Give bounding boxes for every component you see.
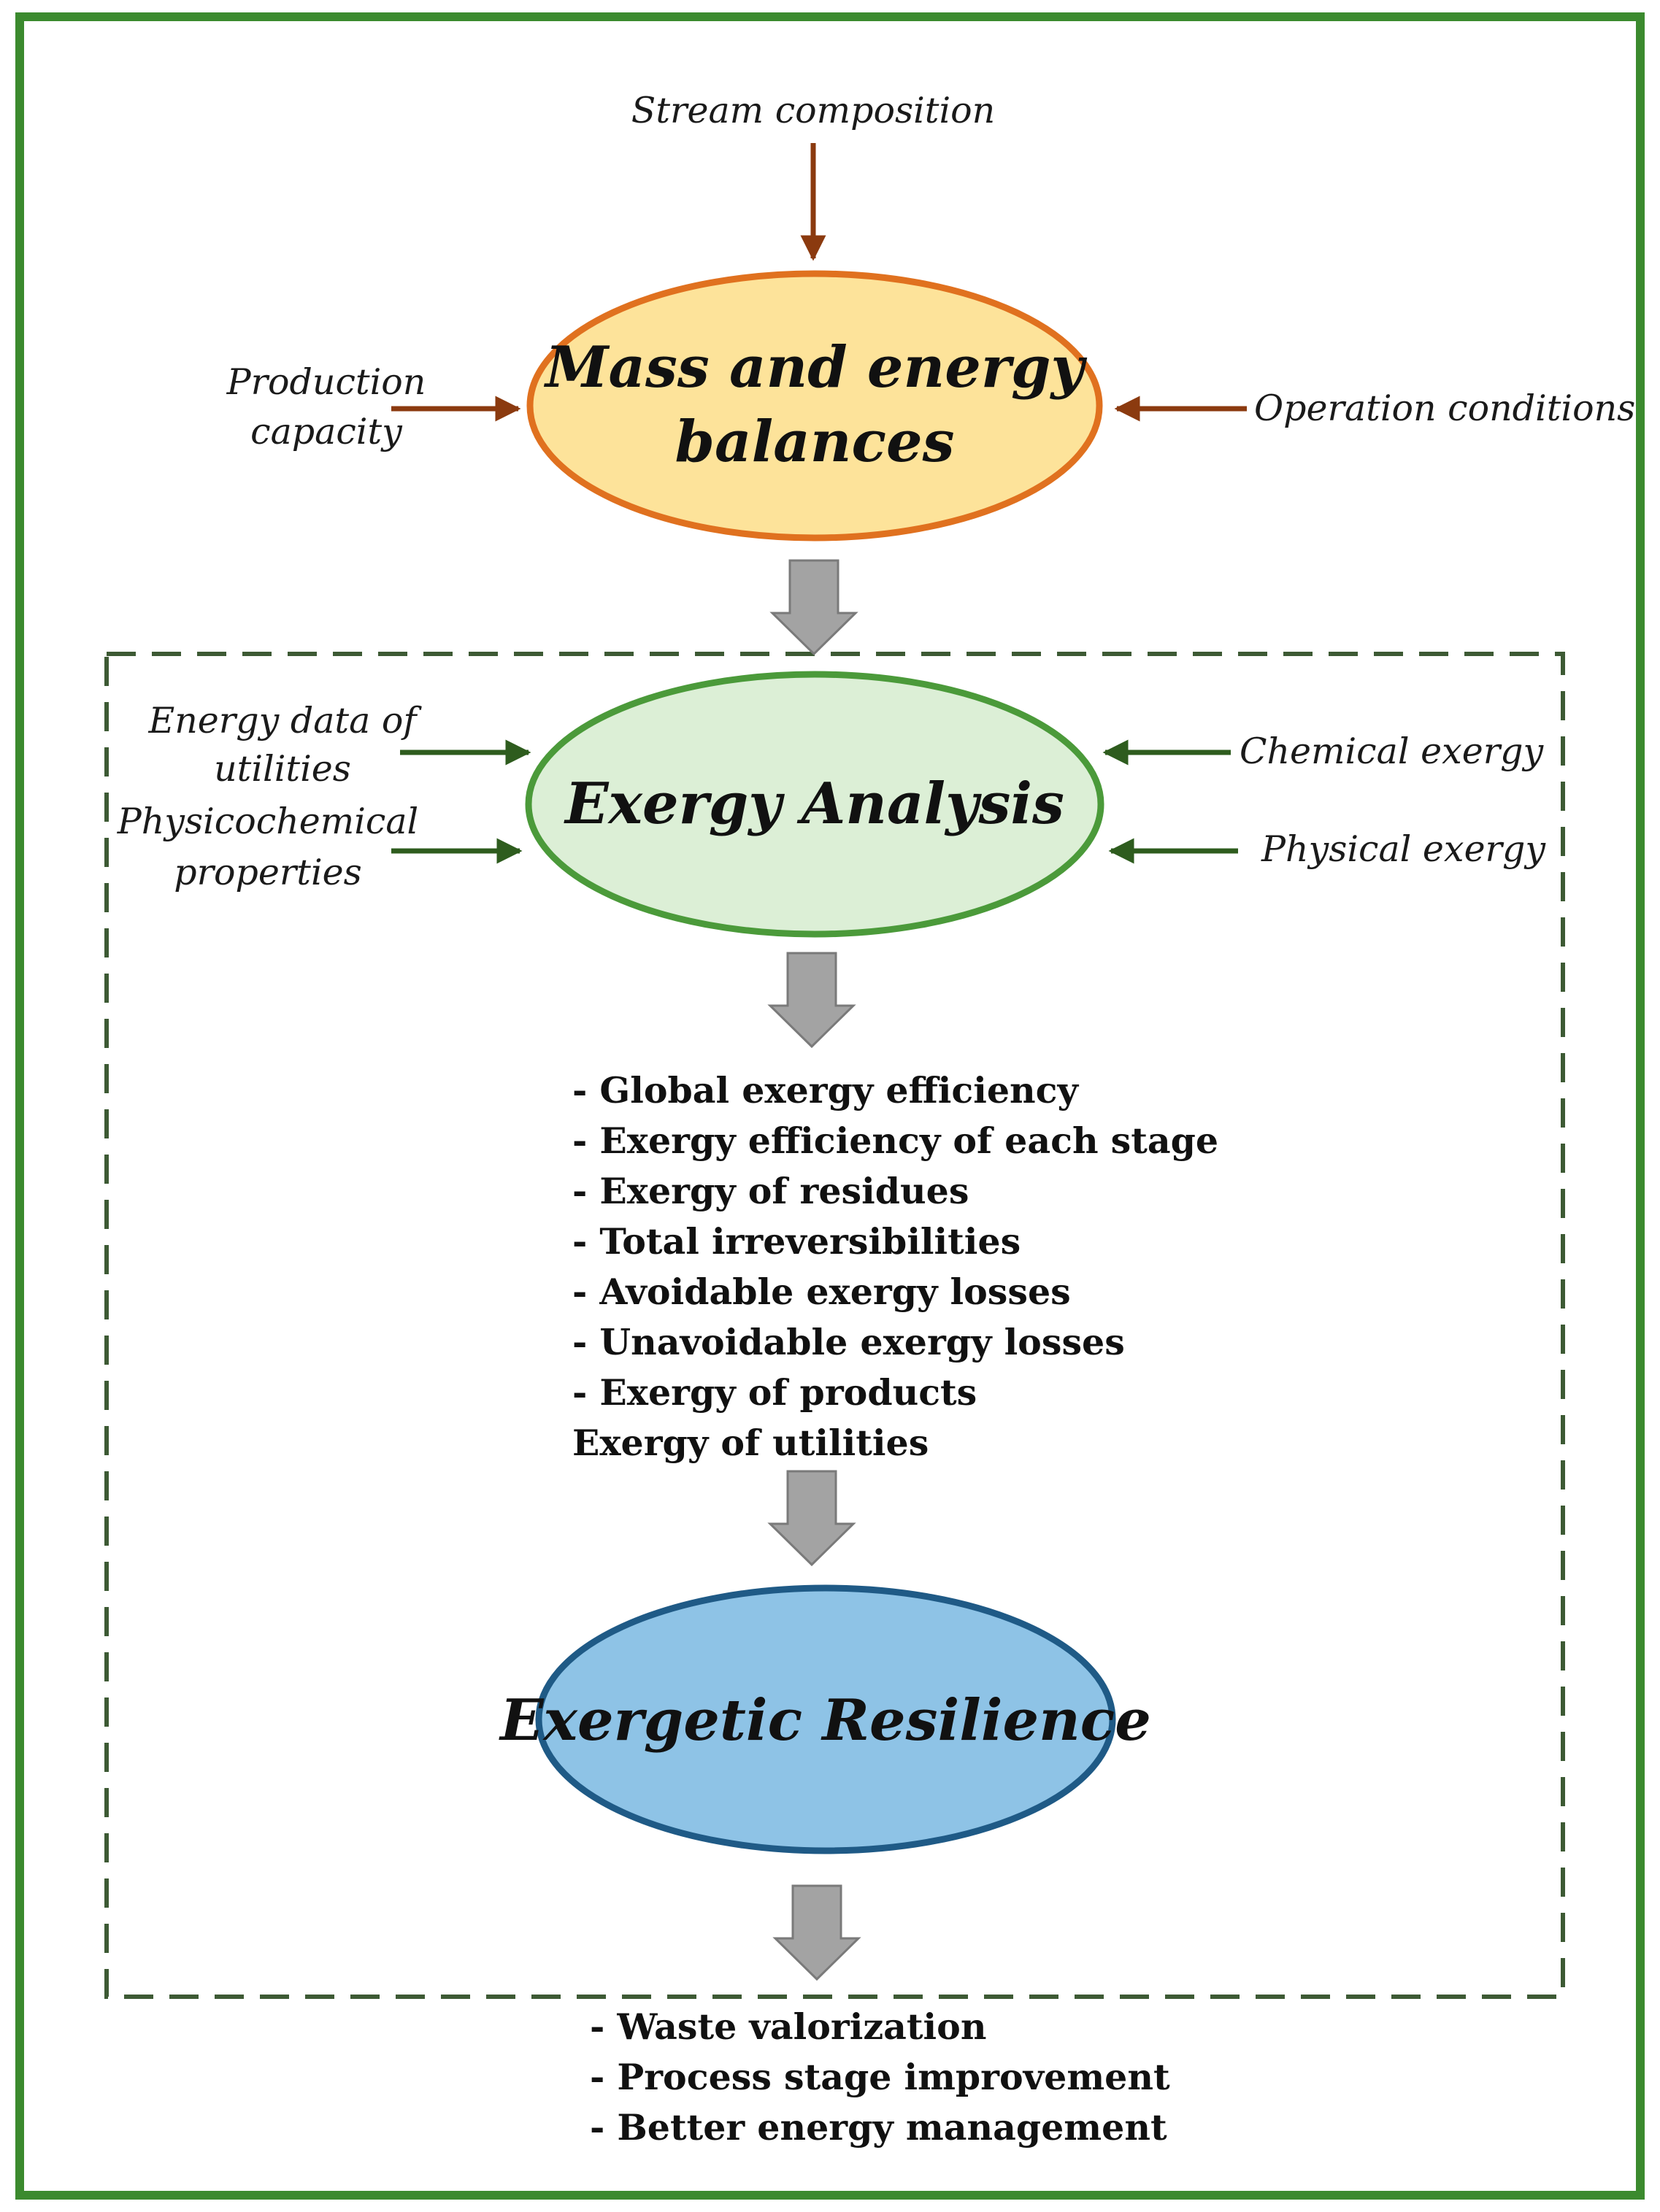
- resilience-outcome-item: - Better energy management: [590, 2106, 1167, 2149]
- exergy-output-item: - Exergy of residues: [572, 1170, 969, 1212]
- production-capacity-label-line2: capacity: [250, 411, 403, 452]
- flow-arrow-to-outcomes: [772, 1884, 861, 1981]
- flow-arrow-to-exergy-results: [767, 952, 856, 1049]
- mass-energy-title-line1: Mass and energy: [543, 334, 1087, 401]
- flow-arrow-to-exergetic-resilience: [767, 1470, 856, 1567]
- exergy-output-item: - Unavoidable exergy losses: [572, 1321, 1125, 1363]
- exergy-analysis-title: Exergy Analysis: [564, 771, 1064, 837]
- resilience-outcome-item: - Process stage improvement: [590, 2056, 1170, 2098]
- exergy-output-item: - Avoidable exergy losses: [572, 1271, 1071, 1313]
- energy-data-label-line2: utilities: [214, 748, 351, 790]
- physicochemical-label-line2: properties: [174, 852, 362, 893]
- production-capacity-label-line1: Production: [226, 361, 426, 403]
- exergy-output-item: - Global exergy efficiency: [572, 1069, 1079, 1111]
- exergetic-resilience-title: Exergetic Resilience: [499, 1687, 1151, 1754]
- physical-exergy-label: Physical exergy: [1261, 828, 1546, 870]
- stream-composition-label: Stream composition: [631, 90, 995, 131]
- resilience-outcome-item: - Waste valorization: [590, 2005, 986, 2048]
- exergy-output-item: - Exergy efficiency of each stage: [572, 1120, 1218, 1162]
- mass-energy-title-line2: balances: [675, 409, 955, 475]
- exergy-scope-dashed-box: [104, 652, 1565, 1999]
- exergy-output-item: Exergy of utilities: [572, 1422, 929, 1464]
- outer-frame: [15, 12, 1645, 2200]
- operation-conditions-label: Operation conditions: [1254, 388, 1635, 429]
- chemical-exergy-label: Chemical exergy: [1240, 731, 1545, 772]
- exergy-output-item: - Exergy of products: [572, 1371, 977, 1414]
- flow-arrow-to-exergy-analysis: [769, 559, 858, 656]
- mass-energy-balance-ellipse: [526, 270, 1103, 542]
- exergy-analysis-ellipse: [525, 671, 1104, 938]
- exergetic-resilience-ellipse: [535, 1584, 1116, 1854]
- physicochemical-label-line1: Physicochemical: [117, 801, 418, 842]
- energy-data-label-line1: Energy data of: [147, 700, 422, 741]
- exergy-output-item: - Total irreversibilities: [572, 1220, 1021, 1263]
